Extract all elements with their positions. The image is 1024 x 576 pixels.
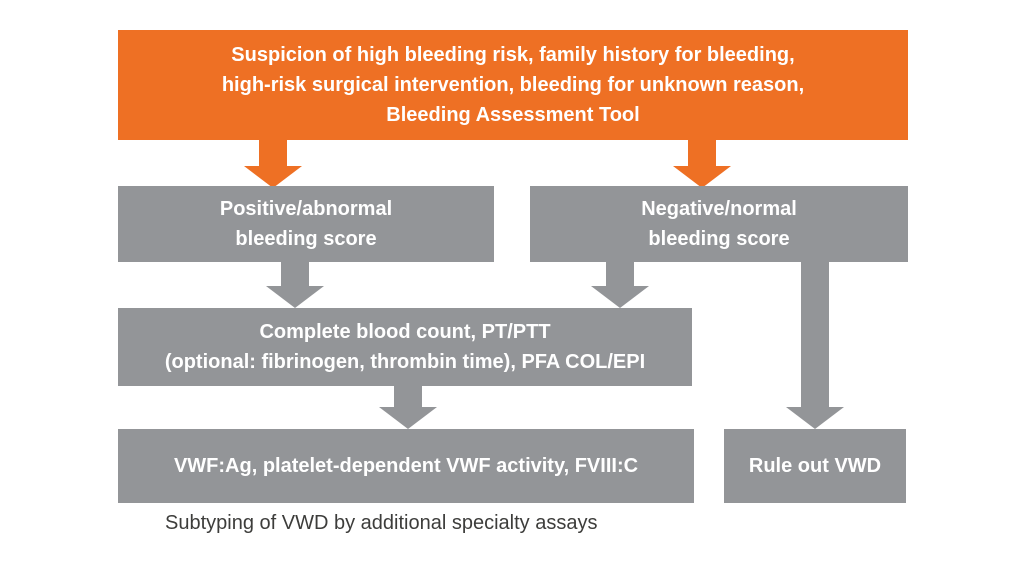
arrow-stem [394, 386, 422, 407]
suspicion-box-line3: Bleeding Assessment Tool [386, 104, 640, 126]
labs-box-line2: (optional: fibrinogen, thrombin time), P… [164, 351, 646, 373]
positive-score-box: Positive/abnormal bleeding score [118, 186, 494, 262]
positive-score-line1: Positive/abnormal [219, 198, 393, 220]
arrow-head [591, 286, 649, 308]
arrow-stem [281, 262, 309, 286]
vwf-assays-box: VWF:Ag, platelet-dependent VWF activity,… [118, 429, 694, 503]
arrow-head [786, 407, 844, 429]
arrow-negative-to-labs-icon [591, 262, 649, 308]
arrow-positive-to-labs-icon [266, 262, 324, 308]
suspicion-box-line2: high-risk surgical intervention, bleedin… [221, 74, 805, 96]
negative-score-box: Negative/normal bleeding score [530, 186, 908, 262]
arrow-suspicion-to-negative-icon [673, 140, 731, 188]
rule-out-vwd-label: Rule out VWD [748, 455, 882, 477]
arrow-stem [606, 262, 634, 286]
arrow-head [379, 407, 437, 429]
rule-out-vwd-box: Rule out VWD [724, 429, 906, 503]
labs-box-line1: Complete blood count, PT/PTT [259, 321, 551, 343]
arrow-stem [259, 140, 287, 166]
arrow-head [244, 166, 302, 188]
labs-box: Complete blood count, PT/PTT (optional: … [118, 308, 692, 386]
negative-score-line1: Negative/normal [641, 198, 797, 220]
arrow-head [266, 286, 324, 308]
arrow-stem [688, 140, 716, 166]
suspicion-box-line1: Suspicion of high bleeding risk, family … [231, 44, 795, 66]
positive-score-line2: bleeding score [235, 228, 377, 250]
arrow-labs-to-vwf-icon [379, 386, 437, 429]
arrow-negative-to-ruleout-icon [786, 262, 844, 429]
subtyping-caption: Subtyping of VWD by additional specialty… [165, 512, 598, 534]
arrow-stem [801, 262, 829, 407]
negative-score-line2: bleeding score [648, 228, 790, 250]
suspicion-box: Suspicion of high bleeding risk, family … [118, 30, 908, 140]
arrow-head [673, 166, 731, 188]
vwf-assays-label: VWF:Ag, platelet-dependent VWF activity,… [173, 455, 639, 477]
arrow-suspicion-to-positive-icon [244, 140, 302, 188]
